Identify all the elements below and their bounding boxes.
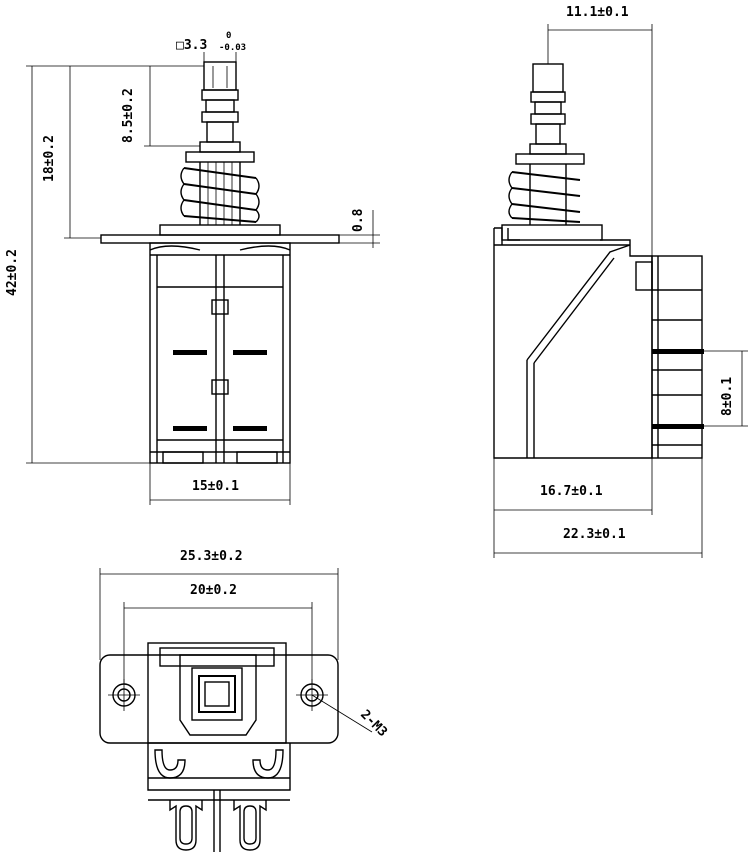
dim-side-total-depth: 22.3±0.1 bbox=[563, 527, 626, 542]
dim-plate-thickness: 0.8 bbox=[351, 208, 366, 232]
bottom-dimensions: 25.3±0.2 20±0.2 2-M3 bbox=[99, 549, 390, 740]
dim-button-tol-lower: -0.03 bbox=[219, 43, 246, 53]
front-view bbox=[100, 61, 340, 464]
dim-mount-holes: 2-M3 bbox=[357, 707, 390, 740]
dim-button-length: 8.5±0.2 bbox=[121, 88, 136, 143]
dim-stroke-height: 18±0.2 bbox=[42, 135, 57, 182]
bottom-view bbox=[99, 642, 339, 852]
front-dimensions: □3.3 0 -0.03 8.5±0.2 18±0.2 42±0.2 0.8 1… bbox=[5, 31, 380, 505]
side-view bbox=[493, 63, 704, 459]
dim-hole-spacing: 20±0.2 bbox=[190, 583, 237, 598]
dim-side-top-offset: 11.1±0.1 bbox=[566, 5, 629, 20]
dim-side-body-depth: 16.7±0.1 bbox=[540, 484, 603, 499]
dim-button-square: □3.3 bbox=[176, 38, 207, 53]
dim-total-height: 42±0.2 bbox=[5, 249, 20, 296]
dim-flange-width: 25.3±0.2 bbox=[180, 549, 243, 564]
dim-terminal-pitch: 8±0.1 bbox=[720, 377, 735, 416]
side-dimensions: 11.1±0.1 8±0.1 16.7±0.1 22.3±0.1 bbox=[493, 5, 748, 558]
dim-front-width: 15±0.1 bbox=[192, 479, 239, 494]
dim-button-tol-upper: 0 bbox=[226, 31, 231, 41]
